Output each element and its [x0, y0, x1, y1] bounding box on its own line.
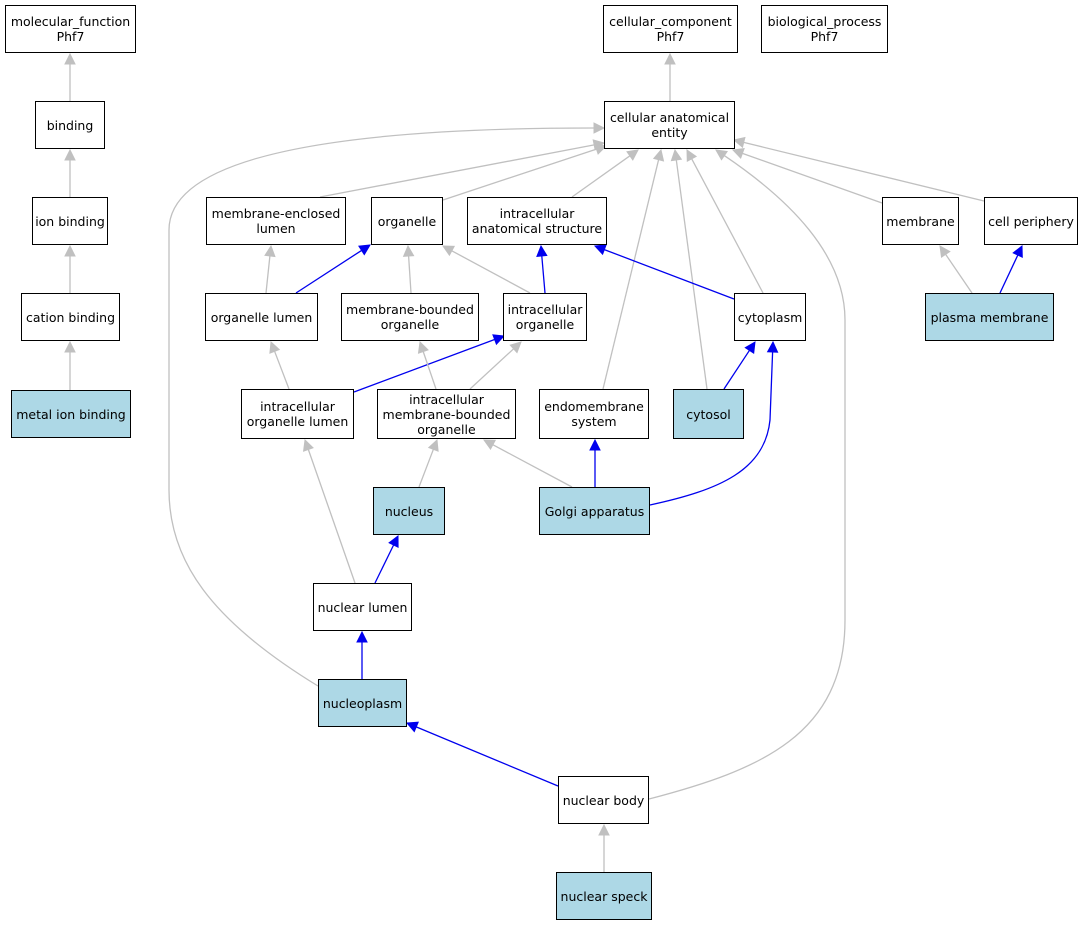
edge-intracellular-membrane-bounded-organelle-to-intracellular-organelle — [469, 348, 515, 390]
node-organelle[interactable]: organelle — [371, 197, 443, 245]
edge-arrowhead — [405, 721, 419, 733]
node-plasma-membrane[interactable]: plasma membrane — [925, 293, 1054, 341]
node-membrane[interactable]: membrane — [882, 197, 959, 245]
node-nuclear-body[interactable]: nuclear body — [558, 776, 649, 824]
edge-arrowhead — [442, 245, 456, 257]
edge-organelle-lumen-to-membrane-enclosed-lumen — [265, 255, 271, 294]
edge-arrowhead — [593, 122, 606, 134]
edge-organelle-to-cellular-anatomical-entity — [442, 148, 597, 201]
edge-arrowhead — [64, 148, 76, 161]
edge-arrowhead — [715, 149, 728, 161]
edge-membrane-bounded-organelle-to-organelle — [407, 255, 412, 294]
node-intracellular-organelle-lumen[interactable]: intracellular organelle lumen — [241, 389, 354, 439]
node-nucleoplasm[interactable]: nucleoplasm — [318, 679, 407, 727]
edge-nuclear-body-to-nucleoplasm — [415, 726, 559, 787]
edge-arrowhead — [483, 439, 497, 451]
edge-membrane-to-cellular-anatomical-entity — [742, 152, 883, 204]
node-mf-root[interactable]: molecular_function Phf7 — [5, 5, 136, 53]
edge-intracellular-organelle-lumen-to-intracellular-organelle — [353, 338, 495, 393]
edge-nuclear-lumen-to-intracellular-organelle-lumen — [307, 449, 356, 584]
node-membrane-enclosed-lumen[interactable]: membrane-enclosed lumen — [206, 197, 346, 245]
edge-arrowhead — [589, 438, 601, 451]
edge-arrowhead — [731, 148, 745, 160]
edge-arrowhead — [303, 438, 314, 452]
node-golgi-apparatus[interactable]: Golgi apparatus — [539, 487, 650, 535]
edge-nuclear-lumen-to-nucleus — [374, 544, 395, 584]
edge-intracellular-membrane-bounded-organelle-to-membrane-bounded-organelle — [422, 351, 437, 390]
node-nuclear-speck[interactable]: nuclear speck — [556, 872, 652, 920]
edge-arrowhead — [664, 52, 676, 65]
node-cc-root[interactable]: cellular_component Phf7 — [603, 5, 738, 53]
edge-endomembrane-system-to-cellular-anatomical-entity — [602, 159, 660, 390]
edge-cytoplasm-to-intracellular-anatomical-structure — [604, 248, 735, 300]
node-intracellular-organelle[interactable]: intracellular organelle — [503, 293, 587, 341]
node-bp-root[interactable]: biological_process Phf7 — [761, 5, 888, 53]
edge-arrowhead — [626, 149, 639, 161]
node-cell-periphery[interactable]: cell periphery — [984, 197, 1078, 245]
edge-arrowhead — [594, 143, 608, 155]
node-cation-binding[interactable]: cation binding — [21, 293, 120, 341]
edge-arrowhead — [358, 244, 371, 256]
edge-nuclear-body-to-cellular-anatomical-entity — [648, 155, 846, 800]
node-membrane-bounded-organelle[interactable]: membrane-bounded organelle — [341, 293, 479, 341]
edge-arrowhead — [388, 534, 399, 549]
edge-arrowhead — [652, 148, 665, 162]
edge-intracellular-organelle-to-organelle — [451, 250, 531, 294]
node-ion-binding[interactable]: ion binding — [32, 197, 108, 245]
edge-arrowhead — [732, 136, 746, 149]
edge-arrowhead — [536, 244, 548, 257]
node-nuclear-lumen[interactable]: nuclear lumen — [313, 583, 412, 631]
edge-arrowhead — [417, 340, 429, 354]
edge-cytosol-to-cytoplasm — [723, 349, 751, 390]
edge-arrowhead — [264, 244, 276, 258]
edge-nucleoplasm-to-cellular-anatomical-entity — [168, 127, 595, 687]
edge-arrowhead — [64, 244, 76, 257]
node-metal-ion-binding[interactable]: metal ion binding — [11, 390, 131, 438]
edge-cell-periphery-to-cellular-anatomical-entity — [743, 141, 985, 202]
node-binding[interactable]: binding — [35, 101, 105, 149]
edge-arrowhead — [1012, 244, 1023, 258]
node-cytoplasm[interactable]: cytoplasm — [734, 293, 806, 341]
edge-arrowhead — [402, 244, 415, 257]
edge-intracellular-organelle-lumen-to-organelle-lumen — [273, 351, 290, 390]
edge-golgi-apparatus-to-cytoplasm — [649, 351, 774, 506]
edge-plasma-membrane-to-membrane — [945, 253, 973, 294]
node-intracellular-anatomical-structure[interactable]: intracellular anatomical structure — [467, 197, 607, 245]
edge-golgi-apparatus-to-intracellular-membrane-bounded-organelle — [492, 444, 573, 488]
edge-arrowhead — [269, 340, 281, 354]
edge-arrowhead — [670, 148, 683, 162]
edge-plasma-membrane-to-cell-periphery — [999, 254, 1019, 294]
edge-nucleus-to-intracellular-membrane-bounded-organelle — [418, 449, 435, 488]
edge-arrowhead — [598, 823, 610, 836]
edge-membrane-enclosed-lumen-to-cellular-anatomical-entity — [319, 144, 595, 198]
edge-arrowhead — [593, 244, 607, 256]
node-cytosol[interactable]: cytosol — [673, 389, 744, 439]
edge-arrowhead — [509, 341, 522, 354]
node-cellular-anatomical-entity[interactable]: cellular anatomical entity — [604, 101, 735, 149]
edge-arrowhead — [64, 340, 76, 353]
edge-cytoplasm-to-cellular-anatomical-entity — [691, 158, 764, 294]
edge-arrowhead — [356, 630, 368, 643]
edge-arrowhead — [939, 245, 951, 258]
edge-arrowhead — [686, 149, 698, 163]
edge-arrowhead — [427, 438, 439, 452]
node-organelle-lumen[interactable]: organelle lumen — [205, 293, 318, 341]
edge-cytosol-to-cellular-anatomical-entity — [675, 159, 708, 390]
edge-organelle-lumen-to-organelle — [295, 249, 362, 294]
node-nucleus[interactable]: nucleus — [373, 487, 445, 535]
node-endomembrane-system[interactable]: endomembrane system — [539, 389, 649, 439]
edge-arrowhead — [64, 52, 76, 65]
edge-arrowhead — [492, 334, 506, 346]
edge-arrowhead — [766, 340, 779, 353]
edge-arrowhead — [744, 341, 756, 354]
node-intracellular-membrane-bounded-organelle[interactable]: intracellular membrane-bounded organelle — [377, 389, 516, 439]
edge-intracellular-anatomical-structure-to-cellular-anatomical-entity — [571, 155, 631, 198]
edge-intracellular-organelle-to-intracellular-anatomical-structure — [541, 255, 546, 294]
